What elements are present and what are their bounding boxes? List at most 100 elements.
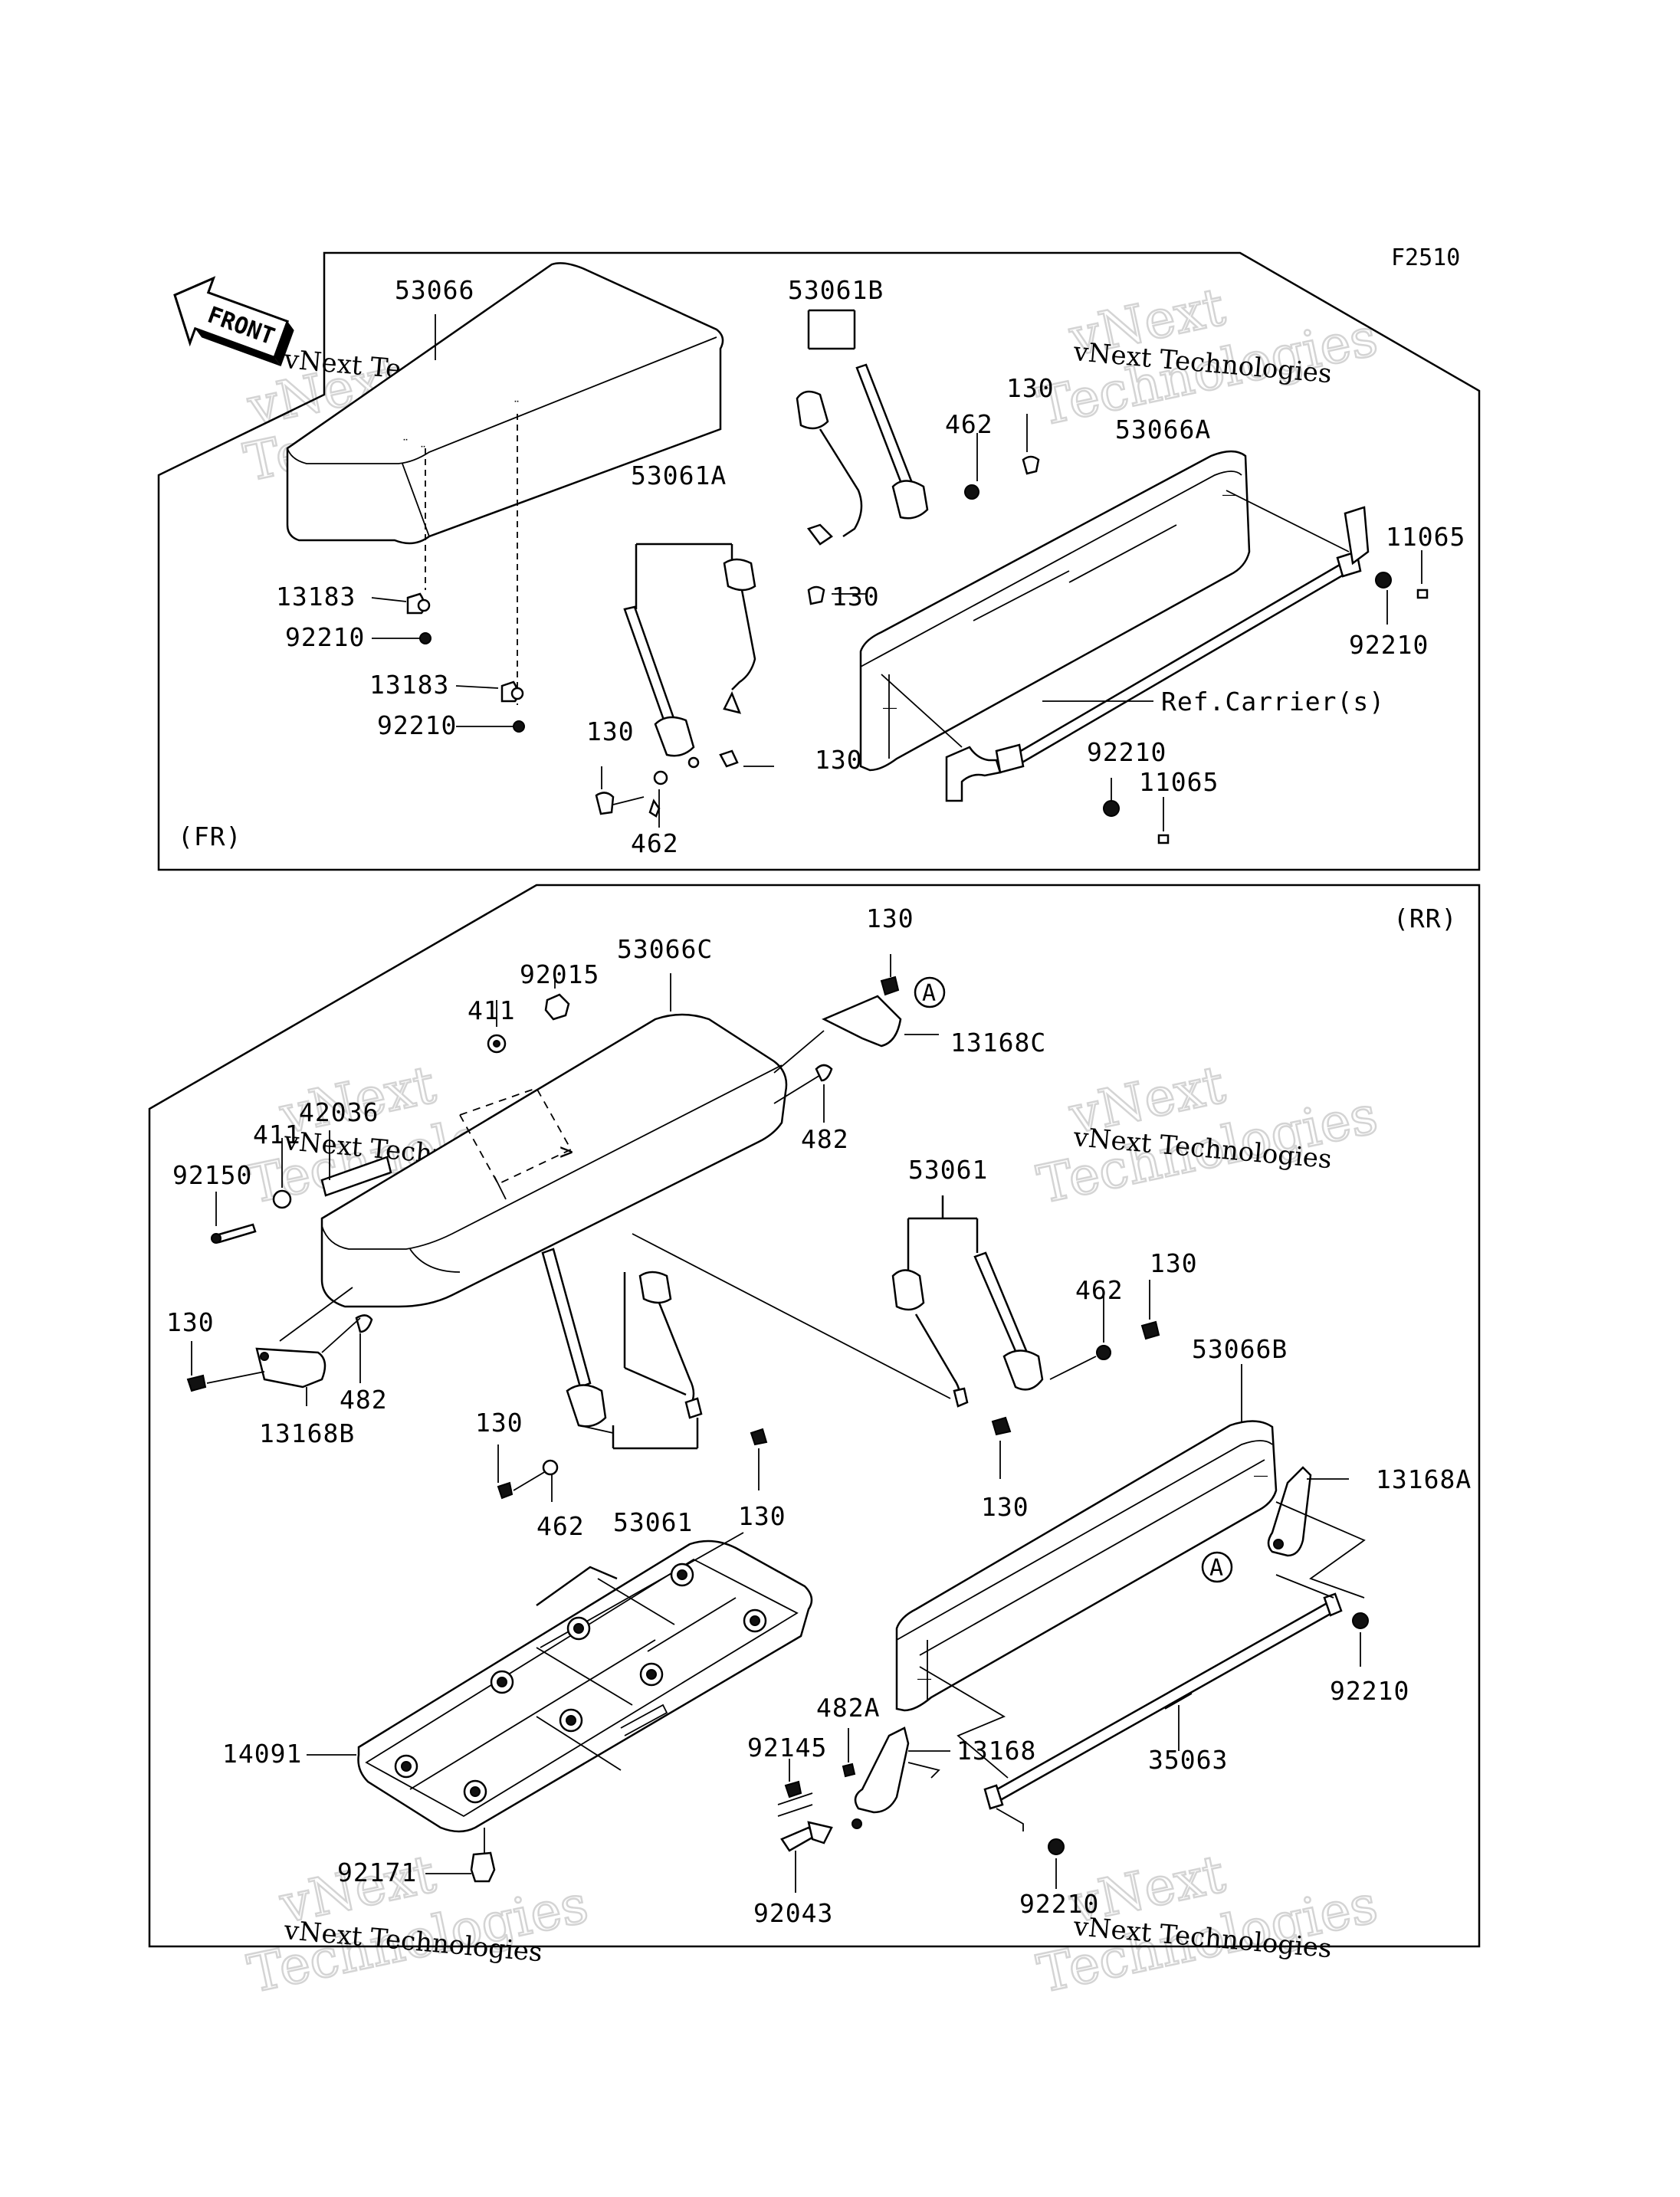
front-section-frame (157, 251, 1481, 871)
part-number-label: 53061B (788, 275, 884, 305)
part-number-label: 92210 (1087, 737, 1166, 767)
part-number-label: 13168B (259, 1418, 355, 1448)
cap-11065 (1157, 834, 1170, 844)
nut-92210 (1352, 1612, 1369, 1629)
nut-92210 (419, 632, 431, 644)
part-number-label: 130 (1150, 1248, 1198, 1278)
bolt-92145 (784, 1780, 802, 1799)
part-number-label: 92171 (337, 1858, 417, 1887)
seat-belt-53061-right (891, 1195, 1160, 1436)
figure-code: F2510 (1391, 244, 1460, 271)
seat-belt-53061A (595, 543, 756, 818)
bolt-482A (842, 1763, 856, 1778)
part-number-label: 130 (586, 716, 635, 746)
part-number-label: 130 (866, 903, 914, 933)
part-number-label: 92210 (285, 622, 365, 652)
part-number-label: 130 (832, 582, 880, 612)
seat-cushion-rear (320, 1013, 788, 1308)
part-number-label: 92210 (377, 710, 457, 740)
part-number-label: 482A (816, 1693, 880, 1723)
bolt-130 (880, 976, 900, 996)
svg-text:_: _ (883, 683, 897, 710)
floor-tray-14091 (357, 1532, 813, 1833)
svg-text:_: _ (1254, 1451, 1268, 1477)
part-number-label: 130 (738, 1501, 786, 1531)
part-number-label: 130 (475, 1408, 523, 1438)
part-number-label: 462 (536, 1511, 585, 1541)
seat-belt-53061-left (497, 1248, 768, 1500)
svg-text:¨: ¨ (402, 437, 409, 451)
part-number-label: 11065 (1386, 522, 1465, 552)
fastener-92171 (470, 1851, 496, 1883)
part-number-label: 130 (1006, 373, 1055, 403)
marker-a-label: A (922, 980, 936, 1007)
part-number-label: 130 (166, 1307, 215, 1337)
part-number-label: 53066B (1192, 1334, 1288, 1364)
rear-section-label: (RR) (1393, 903, 1457, 933)
part-number-label: 92210 (1019, 1889, 1099, 1919)
nut-92210 (1048, 1838, 1065, 1855)
clip-482 (815, 1064, 833, 1082)
rear-section-frame (148, 884, 1481, 1948)
marker-a (914, 976, 946, 1008)
svg-text:_: _ (917, 1654, 932, 1681)
part-number-label: 92015 (520, 959, 599, 989)
part-number-label: 53066C (617, 934, 713, 964)
part-number-label: 462 (945, 409, 993, 439)
part-number-label: 53061A (631, 461, 727, 490)
part-number-label: 13168 (956, 1736, 1036, 1766)
bracket-13168A (1267, 1466, 1312, 1557)
bracket-13168C (822, 995, 902, 1048)
backrest-53066A (859, 450, 1251, 772)
part-number-label: 53066 (395, 275, 474, 305)
part-number-label: 92043 (753, 1898, 833, 1928)
nut-92210 (513, 720, 525, 733)
front-section-label: (FR) (178, 821, 241, 851)
carrier-bar-35063 (983, 1592, 1343, 1810)
svg-text:_: _ (1222, 470, 1237, 497)
bracket-13168 (854, 1726, 910, 1814)
part-number-label: 462 (1075, 1275, 1124, 1305)
part-number-label: 13183 (276, 582, 356, 612)
part-number-label: 92145 (747, 1733, 827, 1763)
reference-note: Ref.Carrier(s) (1161, 687, 1385, 716)
front-part-labels: 530661318392210131839221053061A130462130… (276, 275, 1465, 858)
seat-cushion-front: ¨ ¨ ¨ (286, 262, 724, 705)
nut-92210 (1375, 572, 1392, 589)
backrest-53066B (895, 1420, 1278, 1712)
front-arrow-icon: FRONT (173, 276, 294, 366)
part-number-label: 42036 (299, 1097, 379, 1127)
carrier-bar (945, 506, 1370, 802)
part-number-label: 53061 (613, 1507, 693, 1537)
svg-text:¨: ¨ (514, 398, 520, 413)
part-number-label: 13168C (950, 1028, 1046, 1058)
part-number-label: 13183 (369, 670, 449, 700)
part-number-label: 53061 (908, 1155, 988, 1185)
part-number-label: 462 (631, 828, 679, 858)
part-number-label: 14091 (222, 1739, 302, 1769)
clip-482 (355, 1314, 373, 1333)
spacer-42036 (320, 1156, 392, 1197)
part-number-label: 92210 (1330, 1676, 1409, 1706)
bracket-13168B (255, 1347, 326, 1389)
part-number-label: 13168A (1376, 1464, 1472, 1494)
cap-11065 (1416, 589, 1429, 599)
washer-411 (272, 1189, 292, 1209)
marker-a-label: A (1209, 1555, 1223, 1582)
part-number-label: 482 (340, 1385, 388, 1415)
nut-92015 (544, 993, 570, 1021)
part-number-label: 482 (801, 1124, 849, 1154)
part-number-label: 35063 (1148, 1745, 1228, 1775)
part-number-label: 130 (981, 1492, 1029, 1522)
seat-belt-53061B (796, 309, 1040, 605)
part-number-label: 11065 (1139, 767, 1219, 797)
svg-text:¨: ¨ (420, 444, 426, 458)
part-number-label: 92150 (172, 1160, 252, 1190)
svg-text:>: > (559, 1139, 573, 1166)
nut-92210 (1103, 800, 1120, 817)
part-number-label: 53066A (1115, 415, 1211, 444)
part-number-label: 411 (253, 1120, 301, 1149)
part-number-label: 411 (468, 995, 516, 1025)
